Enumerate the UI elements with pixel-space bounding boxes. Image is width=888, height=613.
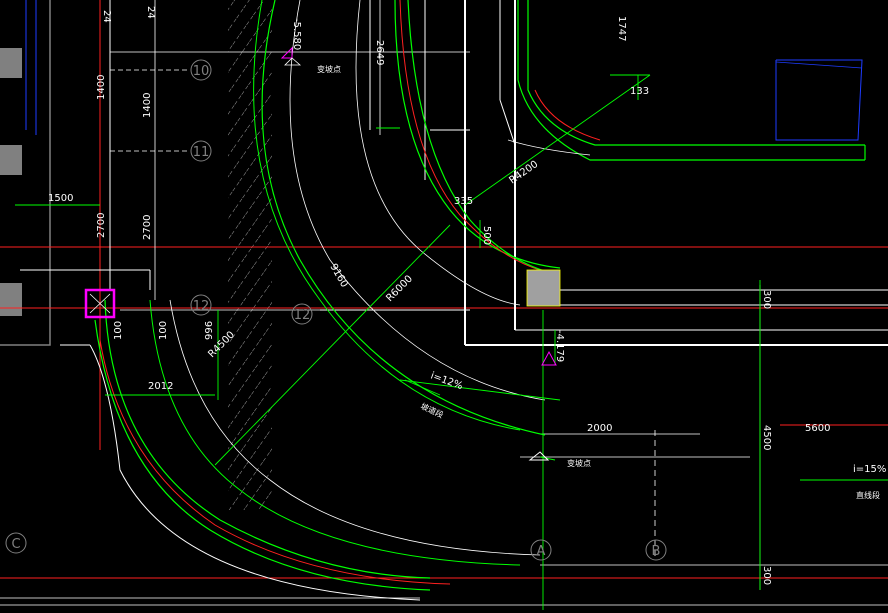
dim-2649: 2649 xyxy=(374,40,385,65)
blue-box-line xyxy=(775,61,863,69)
axis-label-12b: 12 xyxy=(294,308,311,323)
grid-axis-bubbles xyxy=(5,59,667,561)
straight-section-label: 直线段 xyxy=(856,490,880,500)
dim-1400b: 1400 xyxy=(142,93,153,118)
change-point-marker-1 xyxy=(284,57,302,66)
change-point-label-1: 变坡点 xyxy=(317,64,341,74)
axis-label-10: 10 xyxy=(193,64,210,79)
hatched-wall xyxy=(228,0,272,510)
dim-2000: 2000 xyxy=(587,423,612,434)
dim-335: 335 xyxy=(454,196,473,207)
dim-996: 996 xyxy=(204,321,215,340)
dim-24b: 24 xyxy=(145,6,156,19)
dim-100a: 100 xyxy=(113,321,124,340)
elevation-minus-4179: -4.179 xyxy=(554,330,565,362)
axis-bubble-b xyxy=(645,539,667,561)
left-wall-line xyxy=(0,0,51,346)
axis-label-b: B xyxy=(652,544,661,559)
axis-label-11: 11 xyxy=(193,145,210,160)
blue-box xyxy=(775,59,863,141)
column-block-1 xyxy=(0,48,22,78)
dim-4500: 4500 xyxy=(761,425,772,450)
axis-bubble-10 xyxy=(190,59,212,81)
dim-1400a: 1400 xyxy=(96,75,107,100)
slope-arrow-1 xyxy=(404,379,441,396)
dim-1747: 1747 xyxy=(616,16,627,41)
elevation-minus-5580: -5.580 xyxy=(291,18,302,50)
dim-5600: 5600 xyxy=(805,423,830,434)
axis-label-a: A xyxy=(537,544,546,559)
slope-15-percent: i=15% xyxy=(853,464,886,475)
elevation-marker-1 xyxy=(280,46,293,59)
dim-133: 133 xyxy=(630,86,649,97)
dimension-lines xyxy=(15,74,888,610)
axis-bubble-12b xyxy=(291,303,313,325)
selected-column-highlight[interactable] xyxy=(84,288,116,319)
highlight-cross-2 xyxy=(89,293,111,314)
dimension-labels: 24 24 1400 1400 1500 2700 2700 100 100 9… xyxy=(48,6,830,585)
radius-9160: 9160 xyxy=(327,262,349,290)
dim-2012: 2012 xyxy=(148,381,173,392)
dim-300b: 300 xyxy=(761,566,772,585)
axis-bubble-a xyxy=(530,539,552,561)
axis-bubble-11 xyxy=(190,140,212,162)
elevation-marker-2 xyxy=(541,350,557,366)
dim-24a: 24 xyxy=(101,10,112,23)
dim-300a: 300 xyxy=(761,290,772,309)
axis-label-c: C xyxy=(11,537,20,552)
column-square[interactable] xyxy=(526,269,561,307)
radius-r6000: R6000 xyxy=(384,273,415,304)
dim-100b: 100 xyxy=(158,321,169,340)
elevation-labels: -5.580 -4.179 xyxy=(291,18,565,362)
change-point-label-2: 变坡点 xyxy=(567,458,591,468)
axis-label-12a: 12 xyxy=(193,299,210,314)
slope-12-percent: i=12% xyxy=(429,370,464,392)
change-point-marker-2 xyxy=(528,451,550,461)
column-block-2 xyxy=(0,145,22,175)
slope-section-label: 坡道段 xyxy=(419,401,445,420)
radius-r4200: R4200 xyxy=(507,159,540,187)
red-reference-lines xyxy=(0,0,888,579)
left-wall xyxy=(0,0,51,346)
ramp-curves xyxy=(89,0,866,601)
dim-2700b: 2700 xyxy=(142,215,153,240)
dim-2700a: 2700 xyxy=(96,213,107,238)
grid-axis-labels: 10 11 12 12 A B C xyxy=(11,64,660,559)
axis-bubble-c xyxy=(5,532,27,554)
column-block-3 xyxy=(0,283,22,316)
axis-bubble-12a xyxy=(190,294,212,316)
dim-1500: 1500 xyxy=(48,193,73,204)
dim-500: 500 xyxy=(481,226,492,245)
